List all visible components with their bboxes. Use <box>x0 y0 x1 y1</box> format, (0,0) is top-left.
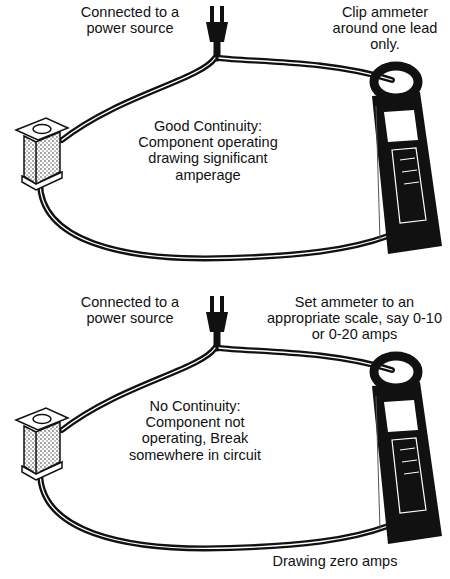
note-text: Drawing zero amps <box>245 553 425 569</box>
note-text: No Continuity: Component not operating, … <box>125 398 265 463</box>
note-text: Good Continuity: Component operating dra… <box>118 118 298 183</box>
note-text: Set ammeter to an appropriate scale, say… <box>262 294 447 343</box>
note-text: Clip ammeter around one lead only. <box>330 4 440 53</box>
note-text: Connected to a power source <box>65 294 195 326</box>
note-text: Connected to a power source <box>65 4 195 36</box>
